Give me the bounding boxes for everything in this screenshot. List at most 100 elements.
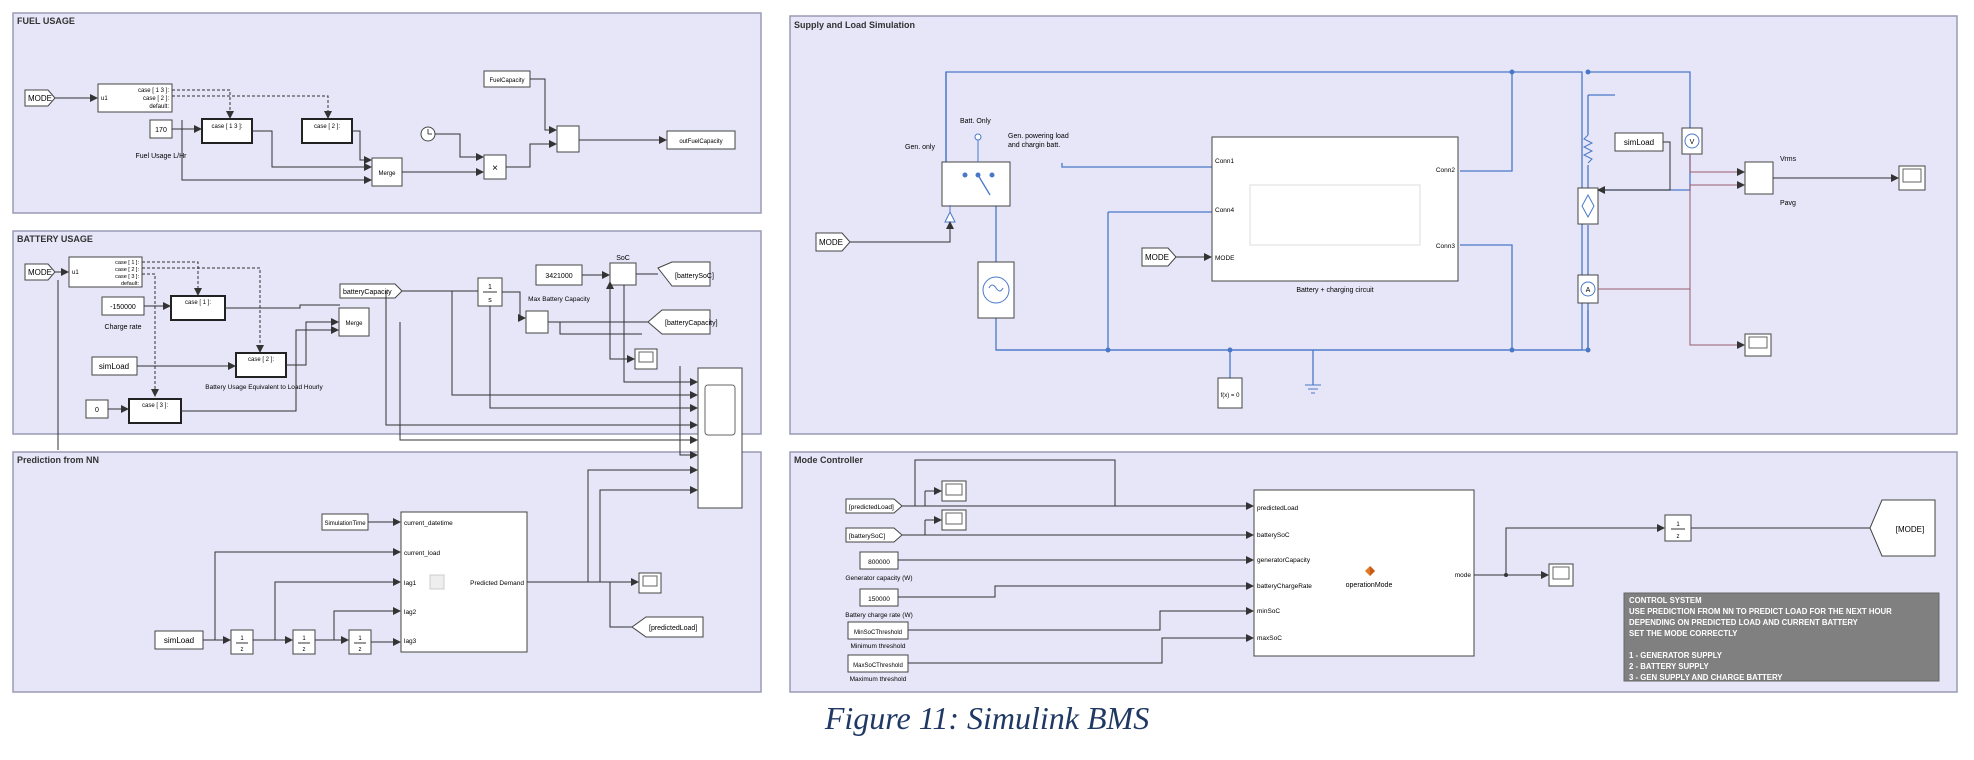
battery-case1-subsystem[interactable] bbox=[170, 295, 226, 321]
chart-output: mode bbox=[1455, 572, 1472, 579]
panel-title-supply: Supply and Load Simulation bbox=[794, 20, 915, 30]
battery-case2-subsystem[interactable] bbox=[235, 352, 287, 378]
delay-1-num: 1 bbox=[240, 636, 244, 642]
out-fuel-capacity-label: outFuelCapacity bbox=[679, 139, 722, 145]
batt-only-label: Batt. Only bbox=[960, 118, 991, 125]
fuel-case2-subsystem[interactable] bbox=[301, 118, 353, 144]
note-line-1: USE PREDICTION FROM NN TO PREDICT LOAD F… bbox=[1629, 607, 1892, 616]
voltage-sensor-label: V bbox=[1690, 139, 1695, 146]
from-mode-tag[interactable] bbox=[24, 263, 56, 281]
from-predicted-load-tag[interactable] bbox=[845, 498, 903, 514]
out-fuel-capacity-block[interactable] bbox=[666, 130, 736, 150]
switch-case-block[interactable] bbox=[97, 83, 173, 113]
max-soc-label: Maximum threshold bbox=[850, 676, 907, 683]
soc-divide-block[interactable] bbox=[609, 262, 637, 286]
simulation-time-label: SimulationTime bbox=[324, 521, 366, 527]
integrator-num: 1 bbox=[488, 284, 492, 291]
battery-merge-block[interactable] bbox=[338, 307, 370, 337]
fuel-sum-block[interactable] bbox=[556, 125, 580, 153]
chart-input-3: batteryChargeRate bbox=[1257, 583, 1312, 590]
from-battery-soc-label: [batterySoC] bbox=[849, 533, 885, 540]
delay-2-den: z bbox=[303, 647, 306, 653]
current-sensor-label: A bbox=[1586, 287, 1591, 294]
switch-case-block[interactable] bbox=[68, 256, 143, 288]
fuel-const-label: Fuel Usage L/Hr bbox=[136, 153, 188, 160]
power-measure-block[interactable] bbox=[1744, 161, 1774, 195]
battery-case3-label: case [ 3 ]: bbox=[142, 403, 168, 409]
fuel-capacity-label: FuelCapacity bbox=[489, 78, 524, 84]
chart-input-0: predictedLoad bbox=[1257, 505, 1299, 512]
simload-label: simLoad bbox=[99, 362, 129, 371]
switch-case-input: u1 bbox=[101, 96, 108, 102]
note-line-7: 3 - GEN SUPPLY AND CHARGE BATTERY bbox=[1629, 673, 1783, 682]
mode-unit-delay[interactable] bbox=[1664, 514, 1692, 542]
panel-title-mode: Mode Controller bbox=[794, 455, 863, 465]
delay-3-num: 1 bbox=[358, 636, 362, 642]
simulink-diagram: FUEL USAGE BATTERY USAGE Prediction from… bbox=[12, 12, 1958, 693]
nn-predict-subsystem[interactable] bbox=[400, 511, 528, 653]
goto-mode-tag[interactable] bbox=[1869, 499, 1936, 557]
battery-case1-label: case [ 1 ]: bbox=[185, 300, 211, 306]
max-capacity-label: Max Battery Capacity bbox=[528, 296, 591, 303]
fuel-case13-label: case [ 1 3 ]: bbox=[211, 124, 242, 130]
battery-section: MODE u1 case [ 1 ]: case [ 2 ]: case [ 3… bbox=[24, 255, 743, 582]
from-mode-label: MODE bbox=[28, 94, 52, 103]
from-mode-tag[interactable] bbox=[815, 232, 851, 252]
delay-3-den: z bbox=[359, 647, 362, 653]
unit-delay-1[interactable] bbox=[230, 629, 254, 655]
port-in-2: MODE bbox=[1215, 255, 1235, 262]
port-out-1: Conn3 bbox=[1436, 243, 1456, 250]
from-mode-tag[interactable] bbox=[24, 89, 56, 107]
from-battery-soc-tag[interactable] bbox=[845, 527, 903, 543]
nn-input-3: lag2 bbox=[404, 609, 417, 616]
goto-mode-label: [MODE] bbox=[1896, 525, 1924, 534]
from-predicted-load-label: [predictedLoad] bbox=[849, 504, 894, 511]
battery-case2-label: case [ 2 ]: bbox=[248, 357, 274, 363]
note-line-2: DEPENDING ON PREDICTED LOAD AND CURRENT … bbox=[1629, 618, 1859, 627]
fuel-case13-subsystem[interactable] bbox=[201, 118, 253, 144]
goto-battery-soc-tag[interactable] bbox=[657, 261, 711, 287]
charge-rate-value: -150000 bbox=[110, 304, 136, 311]
goto-predicted-load-tag[interactable] bbox=[631, 616, 704, 638]
panel-title-prediction: Prediction from NN bbox=[17, 455, 99, 465]
battery-charging-subsystem[interactable] bbox=[1211, 136, 1459, 282]
mode-section: [predictedLoad] [batterySoC] 800000 Gene… bbox=[845, 459, 1940, 683]
min-soc-label: Minimum threshold bbox=[851, 643, 906, 650]
mode-switch-block[interactable] bbox=[941, 161, 1011, 207]
max-capacity-value: 3421000 bbox=[545, 273, 572, 280]
goto-battery-capacity-out-label: [batteryCapacity] bbox=[665, 320, 718, 327]
solver-config-block[interactable] bbox=[1217, 377, 1243, 409]
chart-input-4: minSoC bbox=[1257, 608, 1280, 615]
integrator-den: s bbox=[488, 297, 492, 304]
unit-delay-2[interactable] bbox=[292, 629, 316, 655]
gen-capacity-label: Generator capacity (W) bbox=[845, 575, 912, 582]
switch-case-1: case [ 1 3 ]: bbox=[138, 88, 169, 94]
operation-mode-chart[interactable] bbox=[1253, 489, 1475, 657]
switch-case-1: case [ 1 ]: bbox=[115, 260, 139, 266]
charge-rate-label: Battery charge rate (W) bbox=[845, 612, 913, 619]
chart-input-2: generatorCapacity bbox=[1257, 557, 1311, 564]
supply-section: Batt. Only Gen. only Gen. powering load … bbox=[815, 69, 1926, 409]
gen-only-label: Gen. only bbox=[905, 144, 935, 151]
goto-battery-soc-label: [batterySoC] bbox=[675, 273, 714, 280]
note-text: CONTROL SYSTEM USE PREDICTION FROM NN TO… bbox=[1629, 596, 1892, 682]
goto-battery-capacity-out-tag[interactable] bbox=[647, 309, 711, 335]
port-in-0: Conn1 bbox=[1215, 158, 1235, 165]
port-out-0: Conn2 bbox=[1436, 167, 1456, 174]
gen-powering-label-1: Gen. powering load bbox=[1008, 133, 1069, 140]
simload-label: simLoad bbox=[1624, 138, 1654, 147]
control-system-note bbox=[1623, 592, 1940, 682]
switch-case-2: case [ 2 ]: bbox=[143, 96, 169, 102]
switch-case-3: default: bbox=[149, 104, 169, 110]
soc-label: SoC bbox=[616, 255, 630, 262]
nn-input-0: current_datetime bbox=[404, 520, 453, 527]
prediction-section: SimulationTime current_datetime current_… bbox=[154, 511, 704, 655]
mode-delay-num: 1 bbox=[1676, 522, 1680, 528]
charge-rate-value: 150000 bbox=[868, 596, 890, 603]
from-mode-label: MODE bbox=[28, 268, 52, 277]
controlled-current-source[interactable] bbox=[1577, 187, 1599, 225]
fuel-case2-label: case [ 2 ]: bbox=[314, 124, 340, 130]
battery-sum-block[interactable] bbox=[525, 310, 549, 334]
from-mode-tag-2[interactable] bbox=[1141, 247, 1177, 267]
battery-case3-subsystem[interactable] bbox=[128, 398, 182, 424]
